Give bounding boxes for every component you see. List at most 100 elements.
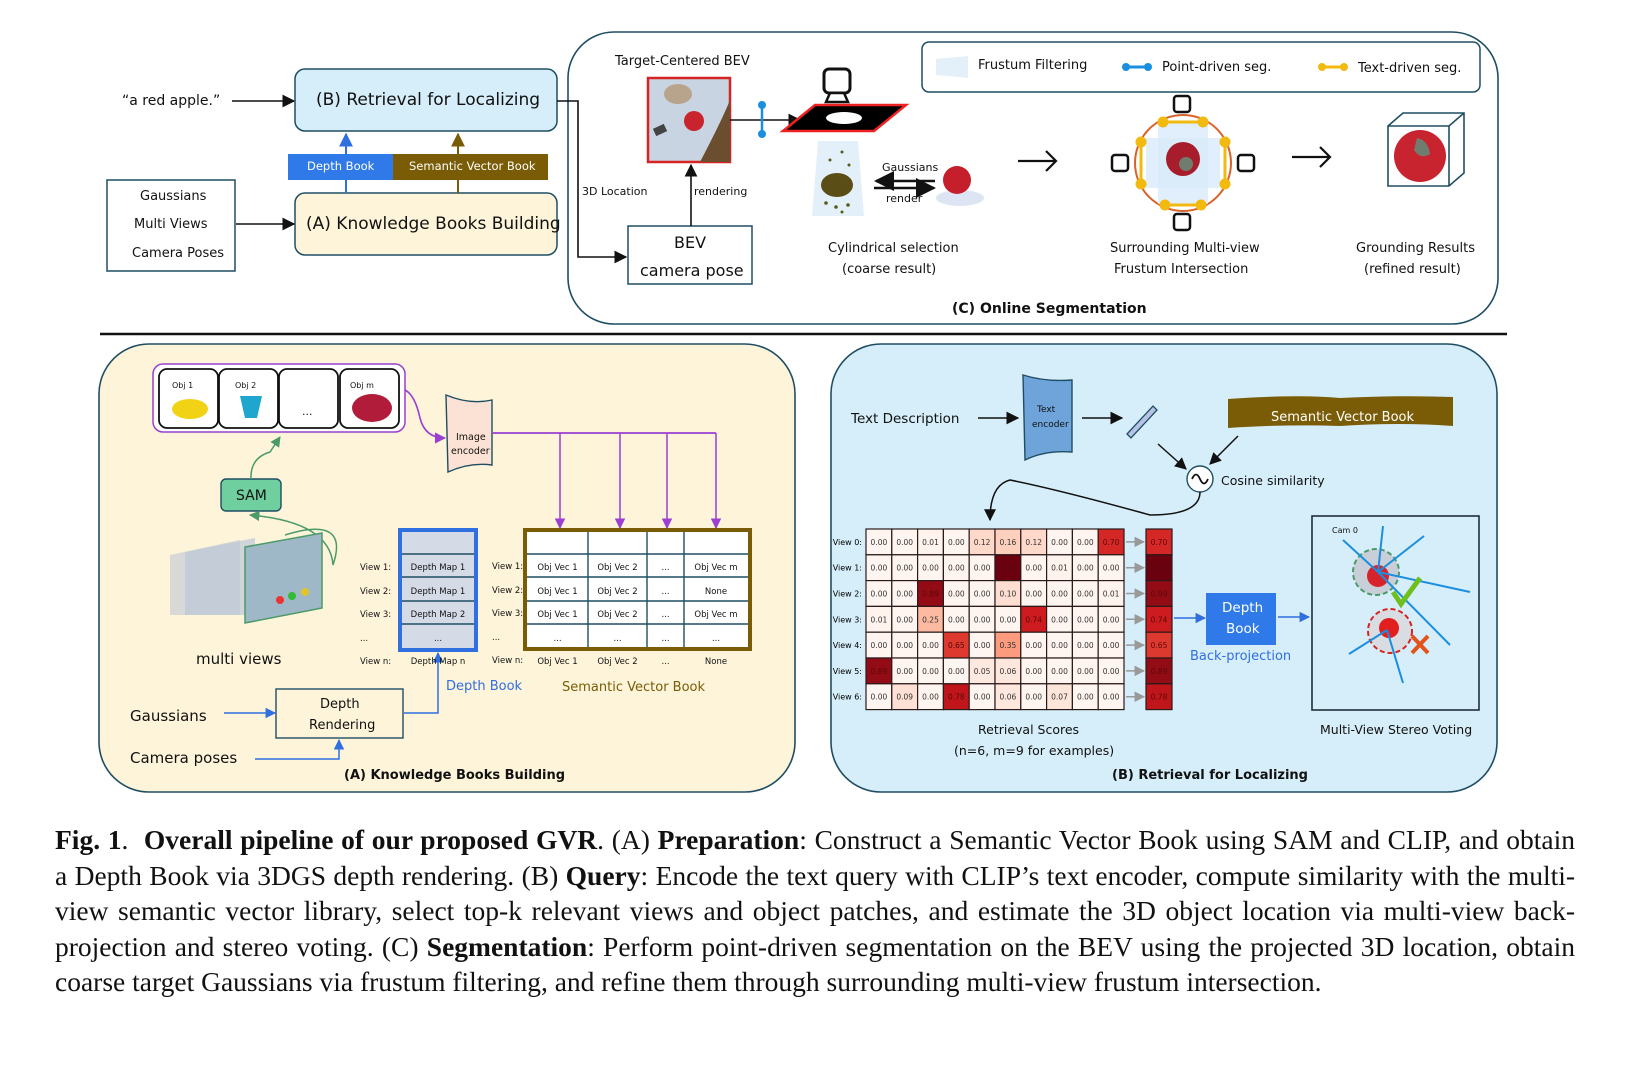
heatmap-value: 0.06 <box>1000 667 1017 676</box>
query-text: “a red apple.” <box>122 93 221 109</box>
heatmap-cell <box>942 554 970 582</box>
heatmap-value: 0.74 <box>1025 615 1042 624</box>
cam0-label: Cam 0 <box>1332 526 1358 535</box>
max-score-cell <box>1145 683 1173 711</box>
heatmap-cell <box>916 528 944 556</box>
legend-frustum-label: Frustum Filtering <box>978 58 1088 73</box>
semantic-cell: ... <box>661 657 670 667</box>
max-score-value: 0.65 <box>1151 641 1168 650</box>
semantic-cell: ... <box>711 633 721 644</box>
view-label: View 2: <box>360 586 392 597</box>
semantic-cell: Obj Vec m <box>694 563 738 573</box>
heatmap-cell <box>916 631 944 659</box>
heatmap-value: 0.06 <box>1000 693 1017 702</box>
heatmap-value: 0.12 <box>974 538 991 547</box>
heatmap-value: 0.00 <box>1077 693 1094 702</box>
heatmap-value: 0.78 <box>948 693 965 702</box>
text-description-label: Text Description <box>851 411 960 427</box>
image-encoder-l2: encoder <box>451 446 490 457</box>
heatmap-cell <box>1071 605 1099 633</box>
heatmap-value: 0.00 <box>896 641 913 650</box>
heatmap-value: 0.00 <box>1103 564 1120 573</box>
object-cell <box>278 368 339 429</box>
legend-frustum-icon <box>936 56 968 78</box>
heatmap-cell <box>1020 605 1048 633</box>
heatmap-cell <box>994 631 1022 659</box>
cyl-caption-1: Cylindrical selection <box>828 241 959 256</box>
bev-box-line1: BEV <box>674 233 707 252</box>
heatmap-cell <box>1045 631 1073 659</box>
heatmap-value: 0.16 <box>1000 538 1017 547</box>
camera-poses-label: Camera poses <box>130 749 238 767</box>
heatmap-value: 0.35 <box>1000 641 1017 650</box>
heatmap-row-label: View 0: <box>833 538 862 547</box>
semantic-cell: ... <box>553 633 562 644</box>
heatmap-cell <box>1020 631 1048 659</box>
caption-a-bold: Preparation <box>657 824 800 855</box>
heatmap-cell <box>865 554 893 582</box>
depth-book-block-l2: Book <box>1226 621 1260 637</box>
top-overview <box>100 31 1507 336</box>
heatmap-value: 0.00 <box>871 538 888 547</box>
knowledge-box-label: (A) Knowledge Books Building <box>306 214 561 234</box>
heatmap-value: 0.00 <box>948 615 965 624</box>
view-label: View 1: <box>492 562 524 572</box>
heatmap-value: 0.00 <box>922 564 939 573</box>
max-score-cell <box>1145 580 1173 608</box>
depth-rendering-l2: Rendering <box>309 718 376 733</box>
heatmap-value: 0.01 <box>1103 590 1120 599</box>
depth-rendering-l1: Depth <box>320 697 360 712</box>
max-score-value: 0.89 <box>1151 667 1168 676</box>
arrow-to-surround <box>1018 150 1058 172</box>
depth-rendering-box <box>275 688 404 739</box>
depth-book-table <box>398 528 478 652</box>
gaussians-label-a: Gaussians <box>130 707 207 725</box>
caption-c-text: : Perform point-driven segmentation on t… <box>55 930 1576 998</box>
max-score-value: 0.78 <box>1151 693 1168 702</box>
semantic-cell: None <box>704 657 728 667</box>
label-rendering: rendering <box>694 185 748 198</box>
heatmap-value: 0.00 <box>1051 615 1068 624</box>
heatmap-cell <box>1020 580 1048 608</box>
heatmap-cell <box>968 683 996 711</box>
heatmap-value: 0.89 <box>922 590 939 599</box>
heatmap-cell <box>968 580 996 608</box>
heatmap-value: 0.00 <box>1025 667 1042 676</box>
heatmap-cell <box>865 605 893 633</box>
semantic-book-tag <box>393 154 548 180</box>
caption-b-lead: (B) <box>521 859 559 891</box>
input-gaussians: Gaussians <box>140 189 207 204</box>
scores-caption-2: (n=6, m=9 for examples) <box>954 743 1115 758</box>
heatmap-value: 0.00 <box>871 693 888 702</box>
panel-c-frame <box>567 31 1499 325</box>
heatmap-cell <box>994 554 1022 582</box>
heatmap-cell <box>1071 554 1099 582</box>
heatmap-cell <box>916 605 944 633</box>
image-encoder <box>445 393 493 474</box>
heatmap-value: 0.00 <box>1051 641 1068 650</box>
depth-book-tag <box>288 154 404 180</box>
heatmap-value: 0.00 <box>871 641 888 650</box>
semantic-book-caption: Semantic Vector Book <box>562 680 706 695</box>
heatmap-value: 0.12 <box>1025 538 1042 547</box>
heatmap-cell <box>1071 683 1099 711</box>
heatmap-value: 0.89 <box>871 667 888 676</box>
bev-box-line2: camera pose <box>640 261 744 280</box>
multi-views-stack <box>170 532 323 624</box>
heatmap-value: 0.00 <box>974 641 991 650</box>
surround-caption-2: Frustum Intersection <box>1114 262 1249 277</box>
heatmap-cell <box>968 554 996 582</box>
heatmap-value: 0.65 <box>948 641 965 650</box>
heatmap-cell <box>1045 657 1073 685</box>
depth-book-block-l1: Depth <box>1222 600 1264 616</box>
heatmap-value: 0.00 <box>974 615 991 624</box>
semantic-book-banner-label: Semantic Vector Book <box>1271 410 1415 425</box>
semantic-view-labels: View 1: View 2: View 3: ... View n: <box>492 556 524 674</box>
heatmap-cell <box>891 605 919 633</box>
heatmap-value: 0.05 <box>974 667 991 676</box>
max-score-value: 0.74 <box>1151 615 1168 624</box>
